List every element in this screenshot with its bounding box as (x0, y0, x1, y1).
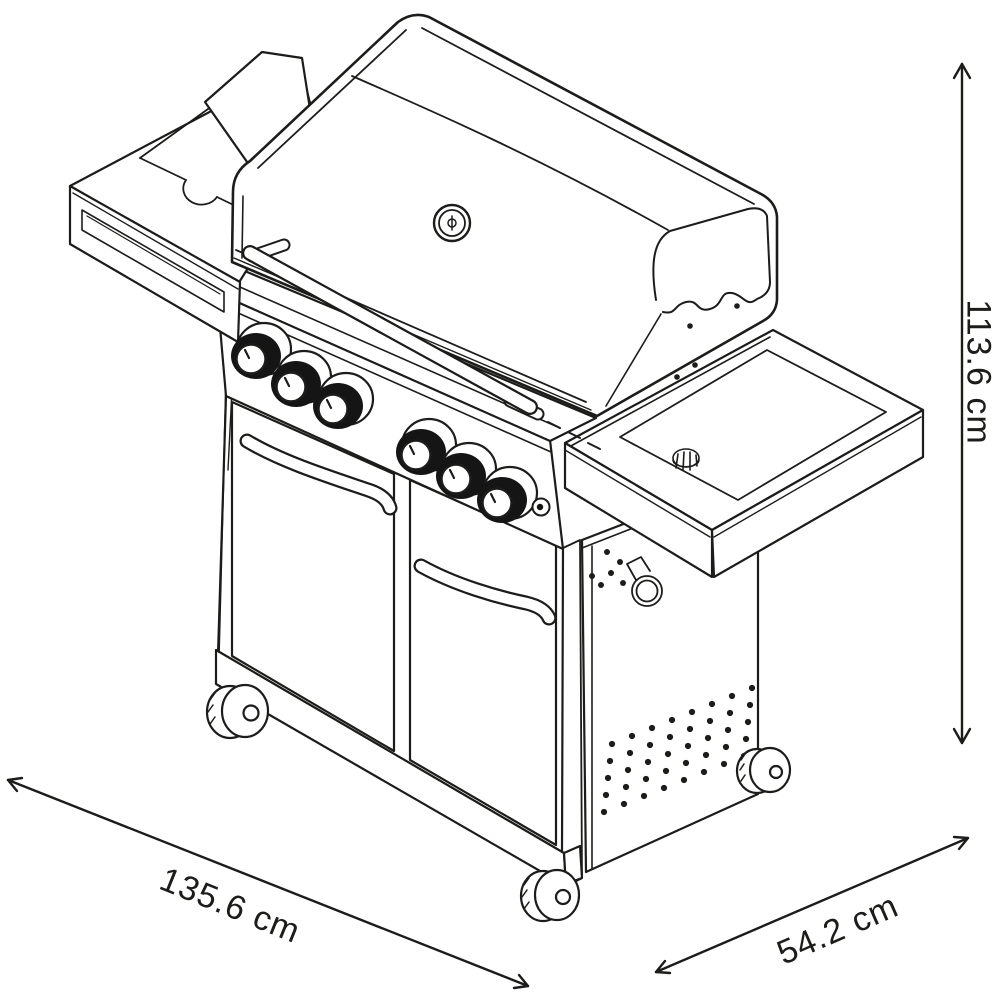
burner-knob-2 (271, 351, 331, 407)
width-dimension-arrow (8, 778, 528, 988)
shelf-front-recess (82, 210, 224, 312)
thermometer-icon (434, 205, 470, 241)
caster-wheel-front-right (521, 870, 579, 921)
gas-valve-cutout-icon (627, 557, 662, 606)
burner-knob-1 (231, 323, 291, 379)
caster-wheel-front-left (207, 685, 268, 738)
burner-knob-6 (477, 467, 537, 523)
burner-knob-4 (396, 419, 456, 475)
handle-dashed-line (548, 422, 600, 449)
height-dimension-label: 113.6 cm (959, 299, 998, 445)
caster-wheel-rear-right (737, 748, 790, 793)
burner-knob-5 (436, 443, 496, 499)
door-handle-left (247, 441, 390, 508)
depth-dimension-arrow (656, 837, 968, 973)
right-side-shelf (565, 330, 923, 577)
vent-dots-small (589, 549, 626, 588)
cabinet-door-left (232, 402, 394, 751)
side-burner-knob-icon (673, 449, 699, 470)
lid-handle (250, 245, 600, 449)
burner-knob-3 (313, 373, 373, 429)
burner-knobs (231, 323, 550, 523)
lid-right-end-panel (606, 208, 770, 406)
igniter-button (533, 499, 550, 516)
door-handle-right (421, 566, 549, 618)
vent-perforations (600, 684, 756, 816)
height-dimension-arrow (954, 64, 970, 743)
